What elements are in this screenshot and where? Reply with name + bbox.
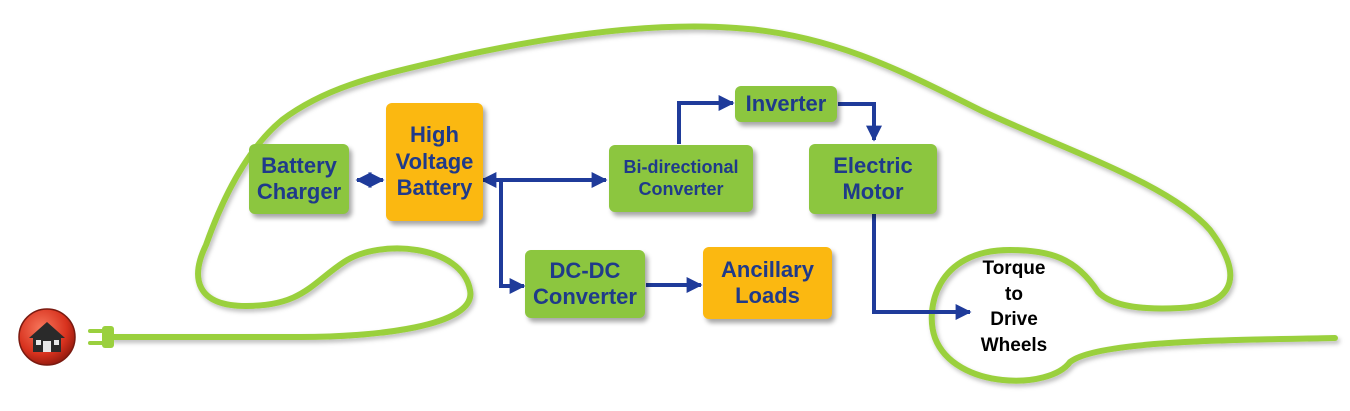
edge-bidir-inverter <box>677 95 735 144</box>
edge-inverter-motor <box>838 102 882 142</box>
node-bidirectional-converter: Bi-directional Converter <box>609 145 753 212</box>
node-ancillary-loads: Ancillary Loads <box>703 247 832 319</box>
node-label: Bi-directional Converter <box>623 156 739 199</box>
car-outline <box>109 23 1338 384</box>
node-label: Electric Motor <box>833 152 913 204</box>
node-battery-charger: Battery Charger <box>249 144 349 214</box>
node-label: High Voltage Battery <box>395 122 474 201</box>
node-label: Battery Charger <box>256 152 342 204</box>
edge-battery-dcdc <box>499 180 526 294</box>
node-high-voltage-battery: High Voltage Battery <box>386 103 483 221</box>
plug-icon <box>88 326 114 348</box>
node-dcdc-converter: DC-DC Converter <box>525 250 645 318</box>
node-label: DC-DC Converter <box>533 257 637 309</box>
wheels-label: Torque to Drive Wheels <box>980 258 1048 356</box>
home-button[interactable] <box>17 307 77 367</box>
edge-motor-wheels <box>872 214 972 320</box>
node-inverter: Inverter <box>735 86 837 122</box>
node-label: Inverter <box>745 90 827 116</box>
node-label: Ancillary Loads <box>721 256 814 308</box>
home-icon <box>18 308 76 366</box>
node-electric-motor: Electric Motor <box>809 144 937 214</box>
